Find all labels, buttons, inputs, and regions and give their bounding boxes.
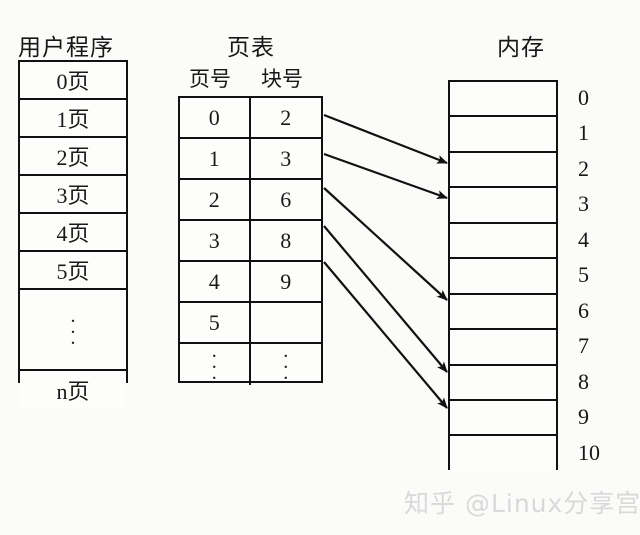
- page-table-row: 1 3: [180, 139, 321, 180]
- block-number-ellipsis-icon: ...: [283, 340, 289, 384]
- memory-title: 内存: [497, 35, 545, 60]
- arrow-page-0-to-block-2: [323, 113, 448, 165]
- memory-index-label: 1: [578, 120, 589, 145]
- page-number-header: 页号: [189, 67, 231, 91]
- block-number-cell: 9: [280, 268, 292, 294]
- user-program-row-ellipsis: ...: [20, 290, 126, 371]
- arrow-page-4-to-block-9: [323, 261, 448, 409]
- user-program-row-label: 2页: [56, 145, 90, 170]
- page-number-cell: 4: [180, 262, 251, 301]
- block-number-cell: 8: [280, 227, 292, 253]
- memory-block: [450, 223, 556, 260]
- page-table-row: 0 2: [180, 98, 321, 139]
- memory-index-label: 0: [578, 85, 589, 110]
- user-program-row: 3页: [20, 176, 126, 214]
- vertical-ellipsis-icon: ...: [70, 305, 76, 349]
- block-number-header: 块号: [261, 67, 303, 91]
- block-number-cell: 3: [280, 145, 292, 171]
- memory-block: [450, 365, 556, 401]
- memory-index-label: 5: [578, 262, 589, 287]
- user-program-row: 4页: [20, 214, 126, 252]
- block-number-cell: [251, 303, 322, 342]
- user-program-row-label: 4页: [56, 221, 90, 246]
- memory-index-label: 2: [578, 156, 589, 181]
- page-table-row: 3 8: [180, 221, 321, 262]
- user-program-row-label: 1页: [56, 107, 90, 132]
- user-program-row: n页: [20, 371, 126, 409]
- arrow-page-2-to-block-6: [323, 187, 448, 301]
- user-program-title: 用户程序: [18, 35, 114, 60]
- page-table-row: 2 6: [180, 180, 321, 221]
- memory-block: [450, 117, 556, 153]
- user-program-row-label: n页: [56, 379, 90, 404]
- user-program-row: 5页: [20, 252, 126, 290]
- memory-block: [450, 259, 556, 295]
- memory-index-label: 3: [578, 191, 589, 216]
- user-program-row-label: 5页: [56, 259, 90, 284]
- user-program-row: 1页: [20, 100, 126, 138]
- page-number-ellipsis-icon: ...: [180, 341, 251, 385]
- page-number-cell: 3: [180, 221, 251, 260]
- memory-index-label: 10: [578, 440, 600, 465]
- watermark: 知乎 @Linux分享宫: [404, 489, 640, 518]
- user-program-row-label: 0页: [56, 69, 90, 94]
- memory-block: [450, 188, 556, 224]
- user-program-row: 2页: [20, 138, 126, 176]
- user-program-row: 0页: [20, 62, 126, 100]
- page-number-cell: 5: [180, 303, 251, 342]
- page-table-row: 5: [180, 303, 321, 344]
- page-number-cell: 2: [180, 180, 251, 219]
- page-table-title: 页表: [227, 35, 275, 60]
- memory-block: [450, 152, 556, 189]
- memory-index-label: 4: [578, 227, 589, 252]
- page-table: 0 2 1 3 2 6 3 8 4 9 5 ... ...: [178, 96, 323, 385]
- memory-block: [450, 400, 556, 437]
- arrow-page-3-to-block-8: [323, 225, 448, 373]
- memory-index-label: 9: [578, 404, 589, 429]
- page-number-cell: 1: [180, 139, 251, 178]
- arrow-page-1-to-block-3: [323, 152, 448, 200]
- memory-table: [448, 80, 558, 472]
- memory-block: [450, 436, 556, 472]
- block-number-cell: 2: [280, 104, 292, 130]
- page-table-row-ellipsis: ... ...: [180, 340, 321, 385]
- block-number-cell: 6: [280, 186, 292, 212]
- user-program-table: 0页 1页 2页 3页 4页 5页 ... n页: [18, 60, 128, 409]
- memory-block: [450, 294, 556, 331]
- page-table-row: 4 9: [180, 262, 321, 303]
- user-program-row-label: 3页: [56, 183, 90, 208]
- page-number-cell: 0: [180, 98, 251, 137]
- memory-index-label: 6: [578, 298, 589, 323]
- memory-block: [450, 82, 556, 118]
- memory-index-label: 8: [578, 369, 589, 394]
- memory-index-label: 7: [578, 333, 589, 358]
- memory-block: [450, 330, 556, 366]
